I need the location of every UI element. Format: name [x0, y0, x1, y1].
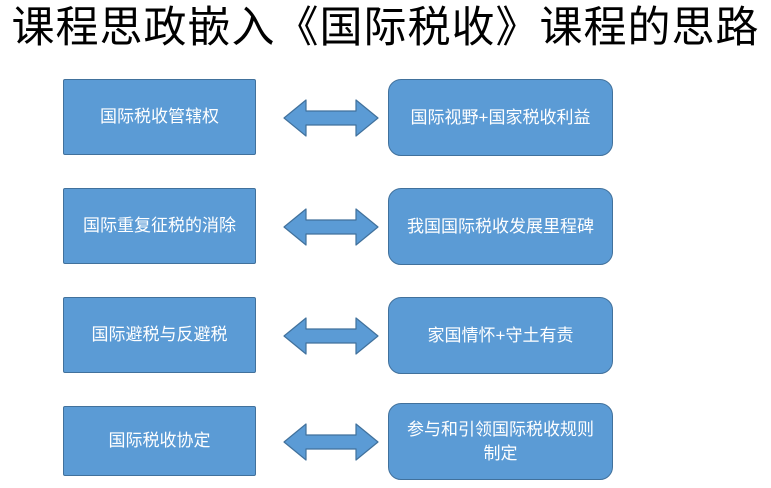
course-topic-label-4: 国际税收协定: [108, 431, 211, 450]
ideology-theme-label-4: 参与和引领国际税收规则制定: [407, 419, 594, 463]
bidirectional-arrow-icon: [283, 422, 379, 461]
ideology-theme-box-1: 国际视野+国家税收利益: [388, 79, 613, 156]
ideology-theme-label-3: 家国情怀+守土有责: [427, 325, 574, 345]
bidirectional-arrow-icon: [283, 316, 379, 355]
ideology-theme-box-4: 参与和引领国际税收规则制定: [388, 403, 613, 480]
course-topic-label-3: 国际避税与反避税: [91, 325, 228, 344]
ideology-theme-label-2: 我国国际税收发展里程碑: [407, 216, 594, 236]
course-topic-label-1: 国际税收管辖权: [100, 107, 219, 126]
diagram-row-3: 国际避税与反避税 家国情怀+守土有责: [0, 297, 771, 374]
course-topic-box-3: 国际避税与反避税: [63, 297, 256, 373]
ideology-theme-label-1: 国际视野+国家税收利益: [410, 107, 591, 127]
diagram-row-4: 国际税收协定 参与和引领国际税收规则制定: [0, 403, 771, 480]
course-topic-box-4: 国际税收协定: [63, 406, 256, 476]
course-topic-label-2: 国际重复征税的消除: [83, 216, 236, 235]
diagram-row-2: 国际重复征税的消除 我国国际税收发展里程碑: [0, 188, 771, 265]
bidirectional-arrow-icon: [283, 98, 379, 137]
slide-title: 课程思政嵌入《国际税收》课程的思路: [11, 5, 760, 52]
diagram-row-1: 国际税收管辖权 国际视野+国家税收利益: [0, 79, 771, 156]
ideology-theme-box-2: 我国国际税收发展里程碑: [388, 188, 613, 265]
bidirectional-arrow-icon: [283, 207, 379, 246]
course-topic-box-2: 国际重复征税的消除: [63, 188, 256, 264]
course-topic-box-1: 国际税收管辖权: [63, 79, 256, 155]
ideology-theme-box-3: 家国情怀+守土有责: [388, 297, 613, 374]
